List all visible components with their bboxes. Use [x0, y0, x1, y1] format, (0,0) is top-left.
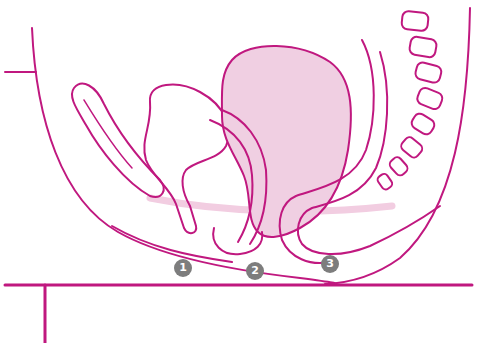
rectum-outline — [280, 40, 374, 263]
tick-mark — [5, 71, 36, 73]
seat-line — [5, 284, 472, 287]
callout-number: 2 — [246, 262, 264, 280]
callout-number: 1 — [174, 259, 192, 277]
vaginal-wall — [210, 120, 252, 242]
spine — [376, 11, 444, 191]
pubic-bone-line — [84, 100, 132, 168]
vaginal-wall — [222, 110, 266, 244]
uterus-shape — [222, 46, 351, 237]
perineum-outline — [213, 228, 262, 254]
rectum-outline — [298, 52, 440, 254]
seat-leg — [44, 285, 47, 343]
bladder-outline — [144, 85, 229, 234]
callout-number: 3 — [321, 255, 339, 273]
